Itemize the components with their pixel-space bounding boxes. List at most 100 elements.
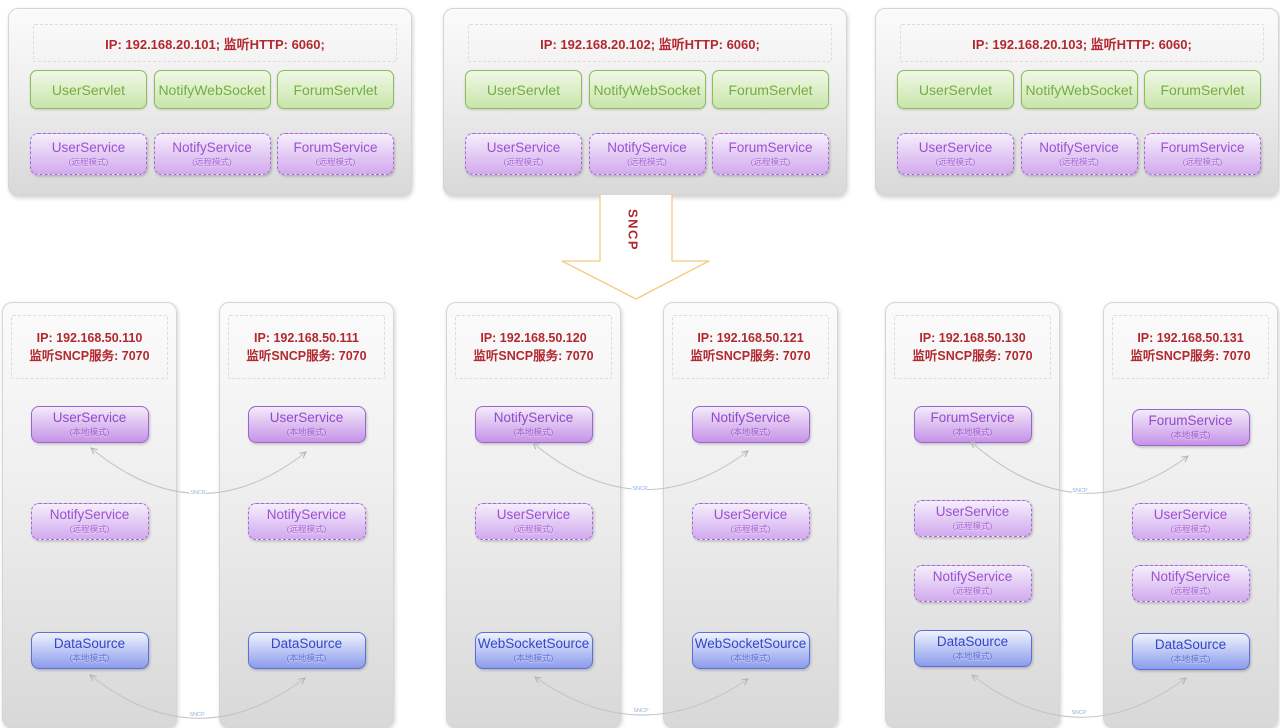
service-mode-label: (本地模式) [513,653,554,663]
node-ip-text: IP: 192.168.50.130 [919,331,1026,345]
service-mode-label: (本地模式) [952,651,993,661]
service-name: DataSource [53,636,126,651]
service-mode-label: (本地模式) [730,653,771,663]
servlet-box: NotifyWebSocket [1020,70,1138,109]
servlet-box: UserServlet [30,70,147,109]
service-box: ForumService (远程模式) [1144,133,1261,175]
servlet-label: UserServlet [918,81,993,98]
node-ip-text: IP: 192.168.50.121 [697,331,804,345]
http-server-node-102: IP: 192.168.20.102; 监听HTTP: 6060; UserSe… [443,8,847,196]
sncp-server-node-130: IP: 192.168.50.130 监听SNCP服务: 7070 ForumS… [885,302,1060,728]
servlet-box: UserServlet [897,70,1014,109]
service-box: UserService (远程模式) [897,133,1014,175]
service-mode-label: (远程模式) [513,524,554,534]
node-port-text: 监听SNCP服务: 7070 [246,349,367,363]
node-address-label: IP: 192.168.50.111 监听SNCP服务: 7070 [228,315,385,379]
datasource-box: DataSource (本地模式) [247,632,366,669]
service-box: NotifyService (远程模式) [30,503,149,540]
servlet-box: ForumServlet [1144,70,1261,109]
service-name: WebSocketSource [694,636,807,651]
servlet-box: NotifyWebSocket [153,70,271,109]
service-name: UserService [1153,507,1228,522]
service-mode-label: (远程模式) [1182,156,1223,167]
http-server-node-101: IP: 192.168.20.101; 监听HTTP: 6060; UserSe… [8,8,412,196]
service-box: ForumService (远程模式) [277,133,394,175]
sncp-arrow-label: SNCP [626,209,641,251]
service-box: ForumService (本地模式) [1131,409,1250,446]
service-name: UserService [52,410,127,425]
service-box: NotifyService (远程模式) [1131,565,1250,602]
service-row: UserService (远程模式) NotifyService (远程模式) … [30,133,394,175]
service-mode-label: (远程模式) [1059,156,1099,167]
service-name: ForumService [1148,413,1233,428]
node-address-label: IP: 192.168.20.101; 监听HTTP: 6060; [33,24,397,62]
sncp-connector-label: SNCP [190,490,206,496]
http-server-node-103: IP: 192.168.20.103; 监听HTTP: 6060; UserSe… [875,8,1279,196]
service-box: NotifyService (本地模式) [474,406,593,443]
service-name: DataSource [1154,637,1227,652]
sncp-server-node-120: IP: 192.168.50.120 监听SNCP服务: 7070 Notify… [446,302,621,728]
node-ip-text: IP: 192.168.50.131 [1137,331,1244,345]
servlet-label: ForumServlet [728,81,813,98]
service-mode-label: (远程模式) [730,524,771,534]
node-address-text: IP: 192.168.20.103; 监听HTTP: 6060; [972,36,1192,52]
service-mode-label: (远程模式) [750,156,791,167]
node-port-text: 监听SNCP服务: 7070 [1130,349,1251,363]
node-address-text: IP: 192.168.20.102; 监听HTTP: 6060; [540,36,760,52]
service-box: NotifyService (远程模式) [913,565,1032,602]
node-address-label: IP: 192.168.50.121 监听SNCP服务: 7070 [672,315,829,379]
node-address-label: IP: 192.168.50.120 监听SNCP服务: 7070 [455,315,612,379]
websocketsource-box: WebSocketSource (本地模式) [474,632,593,669]
servlet-box: NotifyWebSocket [588,70,706,109]
sncp-server-node-110: IP: 192.168.50.110 监听SNCP服务: 7070 UserSe… [2,302,177,728]
service-name: ForumService [930,410,1015,425]
service-mode-label: (远程模式) [192,156,232,167]
servlet-label: NotifyWebSocket [593,81,701,98]
service-name: NotifyService [710,410,791,425]
node-address-text: IP: 192.168.20.101; 监听HTTP: 6060; [105,36,325,52]
service-box: NotifyService (远程模式) [247,503,366,540]
service-mode-label: (远程模式) [69,524,110,534]
node-port-text: 监听SNCP服务: 7070 [690,349,811,363]
servlet-row: UserServlet NotifyWebSocket ForumServlet [30,70,394,109]
service-name: UserService [918,139,993,155]
service-mode-label: (本地模式) [730,427,771,437]
service-box: UserService (本地模式) [30,406,149,443]
service-name: NotifyService [1150,569,1231,584]
datasource-box: DataSource (本地模式) [1131,633,1250,670]
service-name: WebSocketSource [477,636,590,651]
service-name: NotifyService [266,507,347,522]
service-name: UserService [269,410,344,425]
servlet-row: UserServlet NotifyWebSocket ForumServlet [897,70,1261,109]
servlet-label: UserServlet [486,81,561,98]
sncp-connector-label: SNCP [1071,710,1087,716]
node-port-text: 监听SNCP服务: 7070 [473,349,594,363]
servlet-box: ForumServlet [712,70,829,109]
service-name: NotifyService [172,139,252,155]
servlet-box: UserServlet [465,70,582,109]
service-mode-label: (远程模式) [503,156,544,167]
node-address-label: IP: 192.168.50.110 监听SNCP服务: 7070 [11,315,168,379]
service-mode-label: (远程模式) [68,156,109,167]
node-address-label: IP: 192.168.50.130 监听SNCP服务: 7070 [894,315,1051,379]
service-box: UserService (远程模式) [30,133,147,175]
node-port-text: 监听SNCP服务: 7070 [29,349,150,363]
servlet-label: NotifyWebSocket [1025,81,1133,98]
service-name: ForumService [1160,139,1245,155]
sncp-connector-label: SNCP [1072,488,1088,494]
service-name: UserService [51,139,126,155]
service-mode-label: (本地模式) [286,427,327,437]
servlet-row: UserServlet NotifyWebSocket ForumServlet [465,70,829,109]
service-mode-label: (本地模式) [286,653,327,663]
service-box: UserService (远程模式) [474,503,593,540]
websocketsource-box: WebSocketSource (本地模式) [691,632,810,669]
service-name: NotifyService [1039,139,1119,155]
service-mode-label: (本地模式) [69,653,110,663]
node-address-label: IP: 192.168.20.103; 监听HTTP: 6060; [900,24,1264,62]
service-row: UserService (远程模式) NotifyService (远程模式) … [897,133,1261,175]
service-name: DataSource [936,634,1009,649]
service-mode-label: (远程模式) [1170,524,1211,534]
node-ip-text: IP: 192.168.50.110 [36,331,143,345]
servlet-label: ForumServlet [1160,81,1245,98]
